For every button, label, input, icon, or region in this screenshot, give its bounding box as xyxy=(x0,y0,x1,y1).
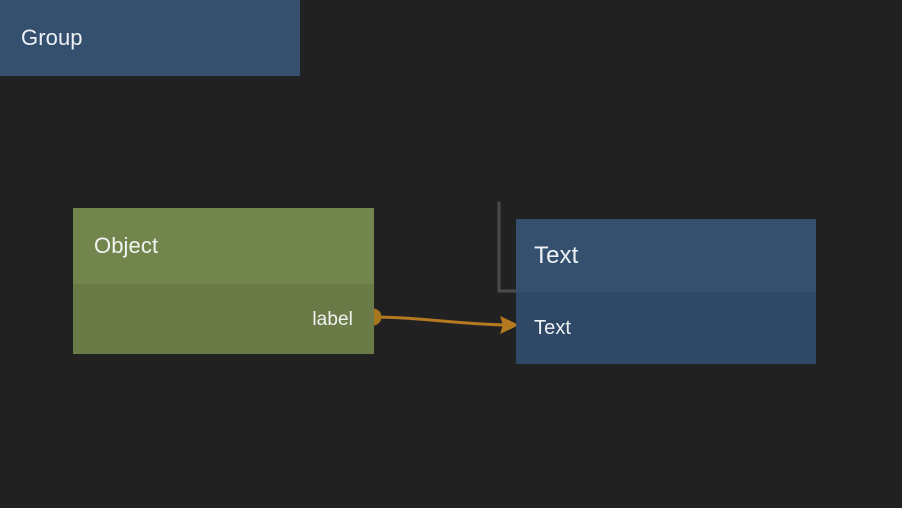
node-object-header[interactable]: Object xyxy=(73,208,374,284)
node-group[interactable]: Group xyxy=(0,0,300,76)
node-text-subtitle: Text xyxy=(534,317,572,339)
node-text-header[interactable]: Text xyxy=(516,219,816,292)
node-object[interactable]: Object label xyxy=(73,208,374,354)
node-text-body[interactable]: Text xyxy=(516,292,816,364)
node-text[interactable]: Text Text xyxy=(516,219,816,364)
node-text-title: Text xyxy=(534,241,579,269)
node-object-title: Object xyxy=(94,233,159,258)
containment-connector xyxy=(497,201,519,293)
node-group-title: Group xyxy=(21,25,83,50)
node-object-port-label[interactable]: label xyxy=(312,308,353,330)
reference-connector xyxy=(364,308,519,334)
node-object-body[interactable]: label xyxy=(73,284,374,354)
